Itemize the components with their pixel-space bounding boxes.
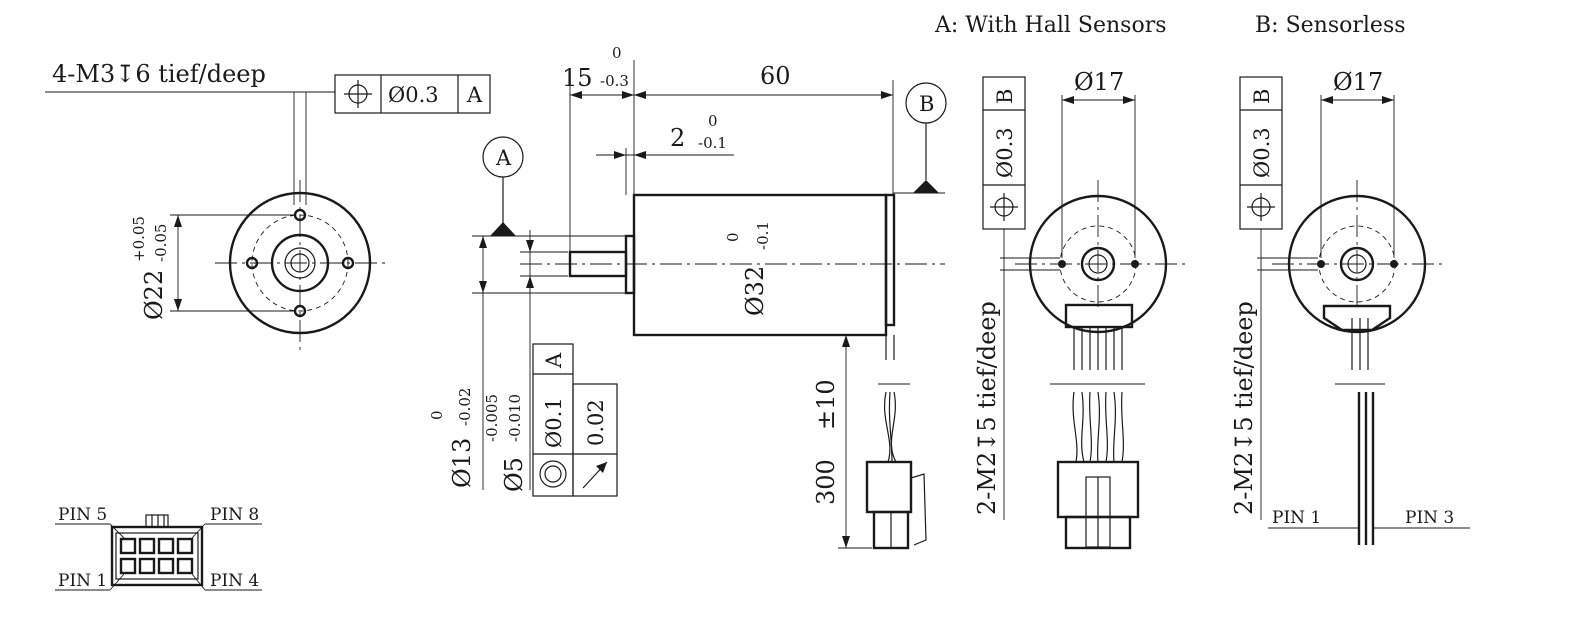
dim-shaft-length-tol-lower: -0.3 [600, 72, 629, 90]
datum-a-balloon: A [472, 136, 625, 237]
dim-flange-tol-lower: -0.1 [698, 134, 727, 152]
sensorless-pin-left: PIN 1 [1272, 508, 1321, 528]
sensorless-fcf-datum: B [1250, 89, 1274, 104]
dim-shaft-tol-lower: -0.010 [506, 394, 524, 442]
concentricity-fcf: A Ø0.1 [532, 343, 574, 497]
dim-pilot-tol-upper: 0 [428, 410, 446, 420]
bolt-circle-tol-upper: +0.05 [130, 216, 148, 262]
runout-fcf: 0.02 [572, 383, 618, 497]
view-a-label: A: With Hall Sensors [934, 13, 1167, 38]
concentricity-icon [539, 460, 567, 488]
dim-shaft-tol-upper: -0.005 [483, 394, 501, 442]
datum-a-label: A [495, 146, 512, 170]
dim-pilot-dia: Ø13 [448, 438, 476, 488]
dim-flange-tol-upper: 0 [708, 112, 718, 130]
front-fcf-datum: A [466, 83, 483, 107]
side-view: 15 0 -0.3 60 2 0 -0.1 A B [428, 44, 947, 550]
position-icon [990, 193, 1018, 221]
dim-shaft-dia: Ø5 [500, 457, 528, 492]
hall-fcf-tolerance: Ø0.3 [993, 127, 1017, 178]
sensorless-fcf-tolerance: Ø0.3 [1250, 127, 1274, 178]
front-view: 4-M3↧6 tief/deep Ø0.3 A [45, 60, 491, 350]
front-fcf-tolerance: Ø0.3 [388, 83, 439, 107]
dim-lead-tol: ±10 [812, 379, 840, 430]
hall-sensor-view: B Ø0.3 Ø17 [973, 68, 1185, 550]
dim-body-length: 60 [760, 62, 791, 90]
bolt-circle-tol-lower: -0.05 [152, 224, 170, 262]
concentricity-tol: Ø0.1 [542, 397, 566, 448]
dim-body-dia: Ø32 [741, 266, 769, 316]
connector-pin-8: PIN 8 [210, 505, 259, 525]
dim-lead-length: 300 [812, 459, 840, 505]
sensorless-view: B Ø0.3 Ø17 [1230, 68, 1470, 545]
connector-pin-5: PIN 5 [58, 505, 107, 525]
sensorless-thread-note: 2-M2↧5 tief/deep [1230, 301, 1258, 515]
front-position-fcf: Ø0.3 A [334, 74, 491, 114]
hall-position-fcf: B Ø0.3 [982, 76, 1026, 230]
runout-icon [582, 461, 608, 489]
hall-dim-hole-spacing: Ø17 [1074, 68, 1124, 96]
dim-body-dia-tol-lower: -0.1 [754, 221, 772, 250]
dim-pilot-tol-lower: -0.02 [456, 388, 474, 426]
dim-body-dia-tol-upper: 0 [724, 232, 742, 242]
connector-pinout: PIN 5 PIN 8 PIN 1 PIN 4 [55, 505, 262, 591]
concentricity-datum: A [542, 352, 566, 369]
sensorless-position-fcf: B Ø0.3 [1239, 76, 1283, 230]
datum-b-label: B [919, 92, 934, 116]
hall-fcf-datum: B [993, 89, 1017, 104]
connector-pin-1: PIN 1 [58, 571, 107, 591]
front-thread-note: 4-M3↧6 tief/deep [52, 60, 266, 88]
hall-thread-note: 2-M2↧5 tief/deep [973, 301, 1001, 515]
bolt-circle-dim: Ø22 [140, 270, 168, 320]
dim-shaft-length: 15 [562, 64, 593, 92]
dim-shaft-length-tol-upper: 0 [612, 44, 622, 62]
dim-flange: 2 [670, 124, 685, 152]
position-icon [1247, 193, 1275, 221]
sensorless-pin-right: PIN 3 [1405, 508, 1454, 528]
connector-pin-4: PIN 4 [210, 571, 259, 591]
runout-tol: 0.02 [584, 399, 608, 446]
sensorless-dim-hole-spacing: Ø17 [1333, 68, 1383, 96]
view-b-label: B: Sensorless [1255, 13, 1406, 38]
position-icon [344, 80, 372, 108]
datum-b-balloon: B [893, 82, 947, 194]
